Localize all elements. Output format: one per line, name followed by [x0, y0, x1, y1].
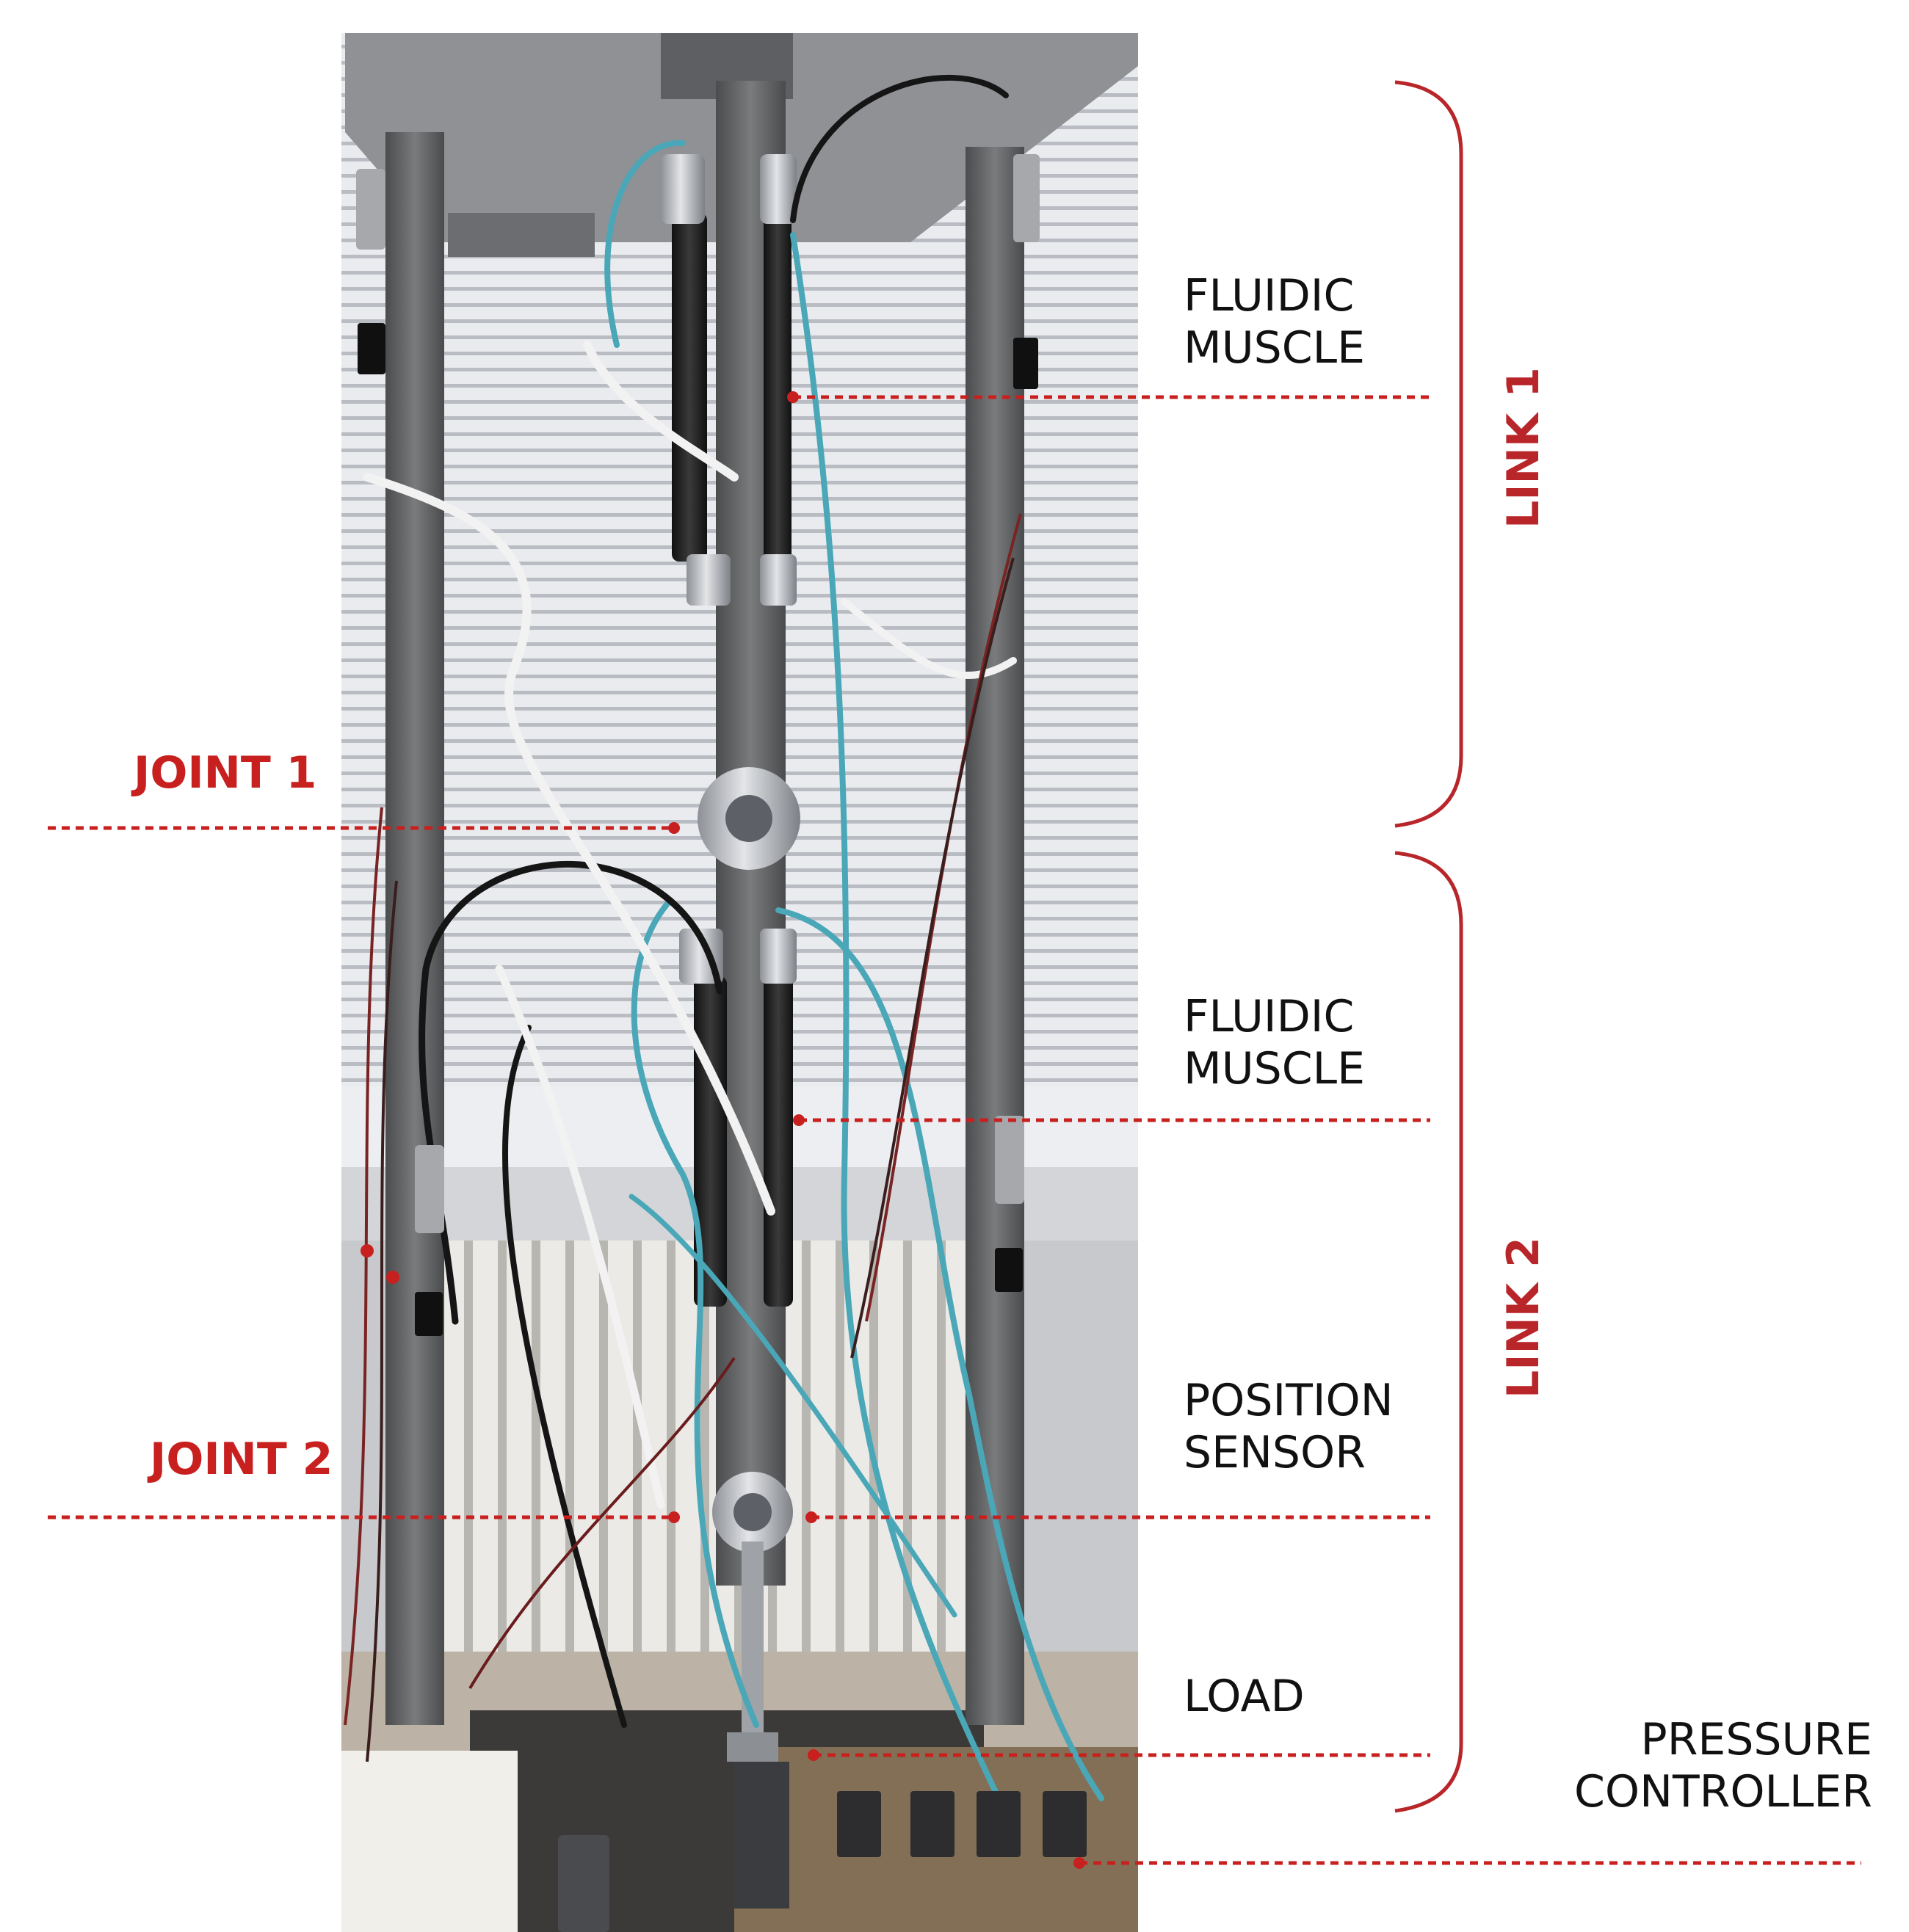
dot-pressure-controller [1073, 1857, 1085, 1869]
dot-sensor-left-2 [386, 1271, 399, 1284]
dot-joint-2 [668, 1511, 680, 1523]
label-line: SENSOR [1184, 1426, 1366, 1478]
dot-fluidic-muscle-1 [787, 391, 799, 403]
label-fluidic-muscle-1: FLUIDIC MUSCLE [1184, 270, 1365, 374]
label-line: FLUIDIC [1184, 270, 1355, 322]
link-braces [1394, 80, 1463, 1813]
brace-link-1 [1394, 80, 1463, 828]
label-link-2: LINK 2 [1498, 1237, 1549, 1398]
sensors [356, 154, 1040, 1336]
dot-position-sensor [805, 1511, 817, 1523]
label-line: CONTROLLER [1573, 1765, 1872, 1817]
label-joint-2: JOINT 2 [150, 1434, 333, 1485]
label-fluidic-muscle-2: FLUIDIC MUSCLE [1184, 991, 1365, 1095]
wiring [344, 513, 1022, 1762]
label-line: FLUIDIC [1184, 991, 1355, 1042]
label-line: MUSCLE [1184, 1042, 1366, 1094]
leader-dots [361, 391, 1085, 1869]
label-joint-1: JOINT 1 [134, 747, 317, 799]
dot-sensor-left-1 [361, 1244, 374, 1257]
leader-lines [48, 395, 1861, 1865]
joints [698, 767, 800, 1909]
label-link-1: LINK 1 [1498, 367, 1549, 529]
label-line: PRESSURE [1640, 1714, 1872, 1765]
label-position-sensor: POSITION SENSOR [1184, 1375, 1394, 1479]
label-line: MUSCLE [1184, 322, 1366, 374]
dot-fluidic-muscle-2 [793, 1114, 805, 1126]
label-load: LOAD [1184, 1671, 1305, 1722]
label-pressure-controller: PRESSURE CONTROLLER [1542, 1714, 1872, 1818]
brace-link-2 [1394, 851, 1463, 1813]
controller-boards [837, 1791, 1087, 1857]
label-line: POSITION [1184, 1375, 1394, 1426]
dot-joint-1 [668, 822, 680, 834]
dot-load [808, 1749, 819, 1761]
